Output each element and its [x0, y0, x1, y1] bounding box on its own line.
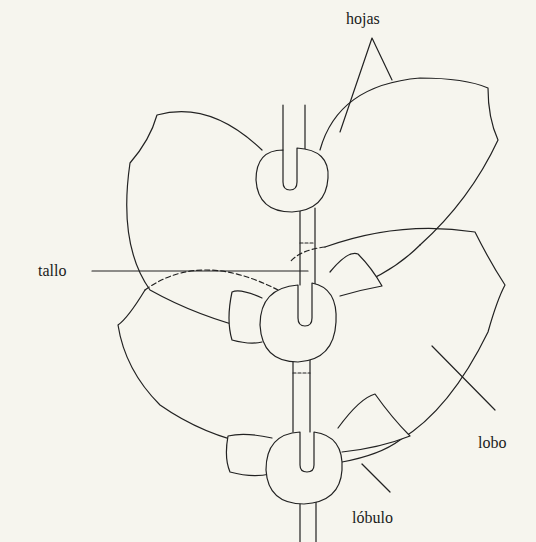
leader-line: [432, 346, 495, 410]
hidden-edge: [290, 247, 325, 262]
stem: [300, 208, 315, 285]
stem-node: [293, 372, 310, 373]
leader-line: [362, 464, 390, 492]
lobule: [226, 434, 272, 475]
lobule: [330, 253, 382, 296]
leaf-base: [256, 148, 328, 212]
leader-line: [340, 38, 392, 132]
part-label: lobo: [478, 434, 506, 452]
lobule: [338, 394, 410, 452]
leaf-outline: [320, 78, 498, 245]
lobule: [229, 291, 262, 343]
leaf-base: [266, 432, 342, 504]
stem: [293, 360, 310, 432]
leaf-base: [260, 283, 336, 362]
hidden-edge: [145, 270, 278, 290]
stem-node: [300, 242, 315, 243]
part-label: lóbulo: [352, 509, 393, 527]
leaf-outline: [118, 290, 272, 448]
leaf-outline: [325, 228, 505, 462]
stem: [283, 105, 305, 150]
leader-line: [92, 270, 308, 271]
part-label: hojas: [346, 10, 380, 28]
stem: [300, 500, 316, 542]
part-label: tallo: [38, 262, 66, 280]
